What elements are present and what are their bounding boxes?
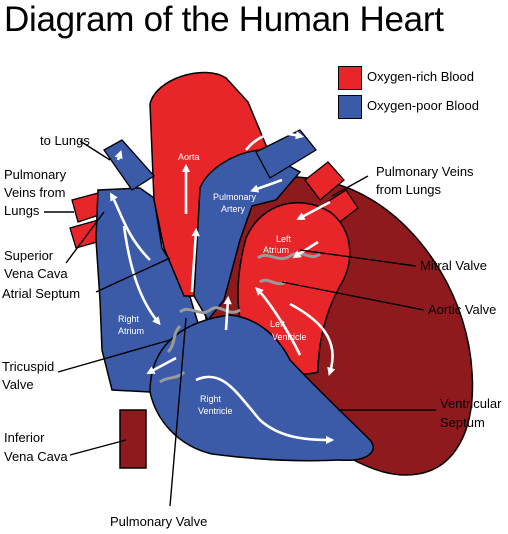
- label-aorta: Aorta: [178, 152, 200, 162]
- label-right-ventricle-2: Ventricle: [198, 406, 233, 416]
- label-ventricular-septum-2: Septum: [440, 415, 485, 430]
- label-pulmonary-veins-left-2: Veins from: [4, 185, 65, 200]
- label-aortic-valve: Aortic Valve: [428, 302, 496, 317]
- label-inferior-vena-cava-2: Vena Cava: [4, 449, 68, 464]
- label-inferior-vena-cava-1: Inferior: [4, 430, 45, 445]
- label-superior-vena-cava-1: Superior: [4, 248, 54, 263]
- label-pulmonary-veins-left-1: Pulmonary: [4, 167, 67, 182]
- pulmonary-artery-branch-left: [103, 139, 155, 191]
- label-pulmonary-artery-2: Artery: [221, 204, 246, 214]
- pulmonary-artery-branch-right: [255, 129, 317, 179]
- label-tricuspid-valve-2: Valve: [2, 377, 34, 392]
- legend-label-oxygen-rich: Oxygen-rich Blood: [367, 69, 474, 84]
- pulmonary-vein-right-upper: [304, 161, 345, 201]
- label-pulmonary-veins-right-1: Pulmonary Veins: [376, 164, 474, 179]
- label-left-ventricle-1: Left: [270, 319, 286, 329]
- flow-arrows: [109, 131, 336, 445]
- label-right-atrium-1: Right: [118, 314, 140, 324]
- label-tricuspid-valve-1: Tricuspid: [2, 359, 54, 374]
- right-ventricle: [149, 314, 374, 462]
- label-pulmonary-valve: Pulmonary Valve: [110, 514, 207, 529]
- label-pulmonary-veins-left-3: Lungs: [4, 203, 40, 218]
- label-mitral-valve: Mitral Valve: [420, 258, 487, 273]
- inferior-vena-cava: [119, 409, 147, 469]
- label-pulmonary-artery-1: Pulmonary: [213, 192, 257, 202]
- label-ventricular-septum-1: Ventricular: [440, 396, 502, 411]
- tricuspid-valve: [159, 324, 186, 384]
- label-to-lungs: to Lungs: [40, 133, 90, 148]
- label-right-atrium-2: Atrium: [118, 326, 144, 336]
- mitral-valve-shape: [257, 251, 321, 261]
- pulmonary-artery: [193, 149, 302, 322]
- label-superior-vena-cava-2: Vena Cava: [4, 266, 68, 281]
- label-right-ventricle-1: Right: [200, 394, 222, 404]
- legend-swatch-oxygen-poor: [338, 95, 362, 119]
- pulmonary-valve-shape: [179, 306, 241, 315]
- label-left-atrium-2: Atrium: [263, 245, 289, 255]
- label-pulmonary-veins-right-2: from Lungs: [376, 182, 442, 197]
- label-left-atrium-1: Left: [276, 234, 292, 244]
- label-left-ventricle-2: Ventricle: [272, 332, 307, 342]
- legend-label-oxygen-poor: Oxygen-poor Blood: [367, 98, 480, 113]
- page-title: Diagram of the Human Heart: [4, 0, 444, 39]
- legend-swatch-oxygen-rich: [338, 66, 362, 90]
- leader-lines: [44, 140, 436, 507]
- label-atrial-septum: Atrial Septum: [2, 286, 80, 301]
